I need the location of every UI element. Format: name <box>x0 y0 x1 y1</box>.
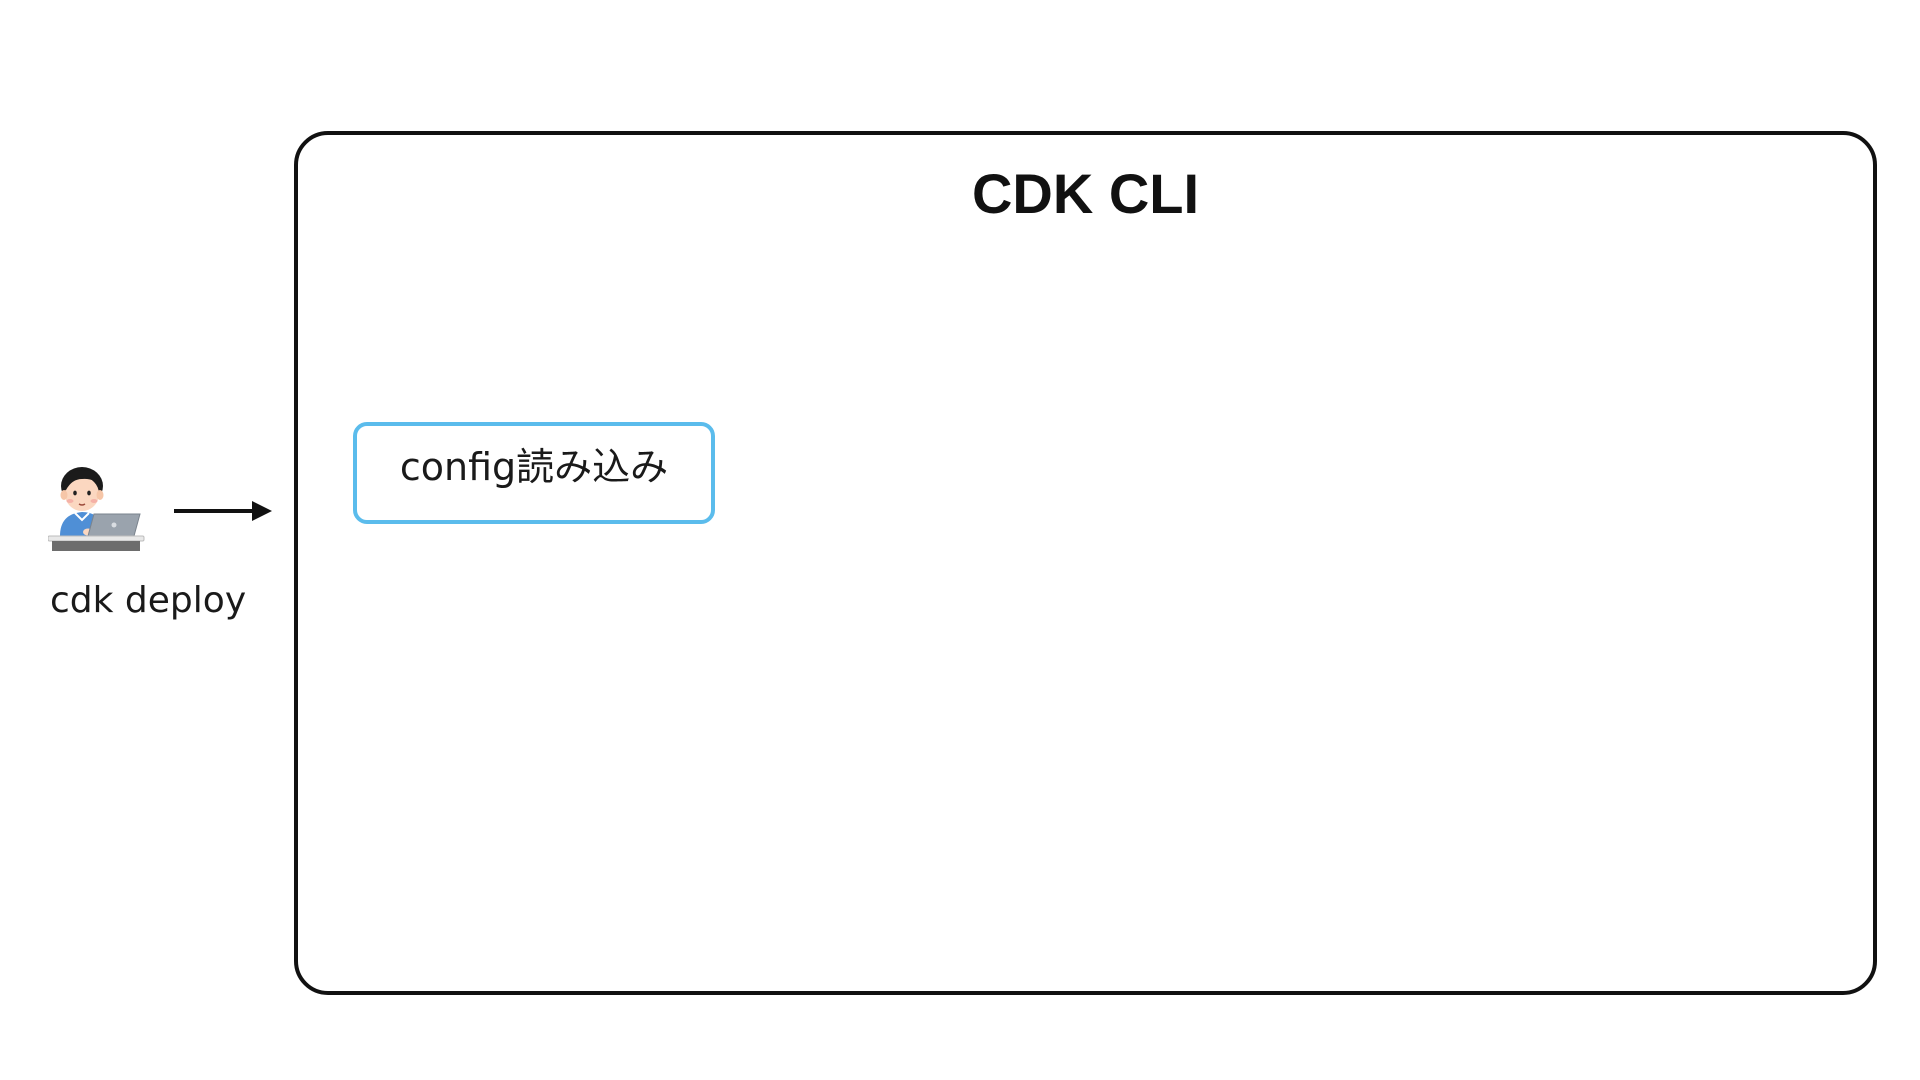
step-config-load: config読み込み <box>353 422 715 524</box>
cdk-cli-container: CDK CLI <box>294 131 1877 995</box>
container-title: CDK CLI <box>971 162 1200 225</box>
step-label: config読み込み <box>399 445 669 489</box>
command-label: cdk deploy <box>50 580 247 621</box>
arrow-right-icon <box>172 496 274 526</box>
person-at-laptop-icon <box>47 464 148 554</box>
